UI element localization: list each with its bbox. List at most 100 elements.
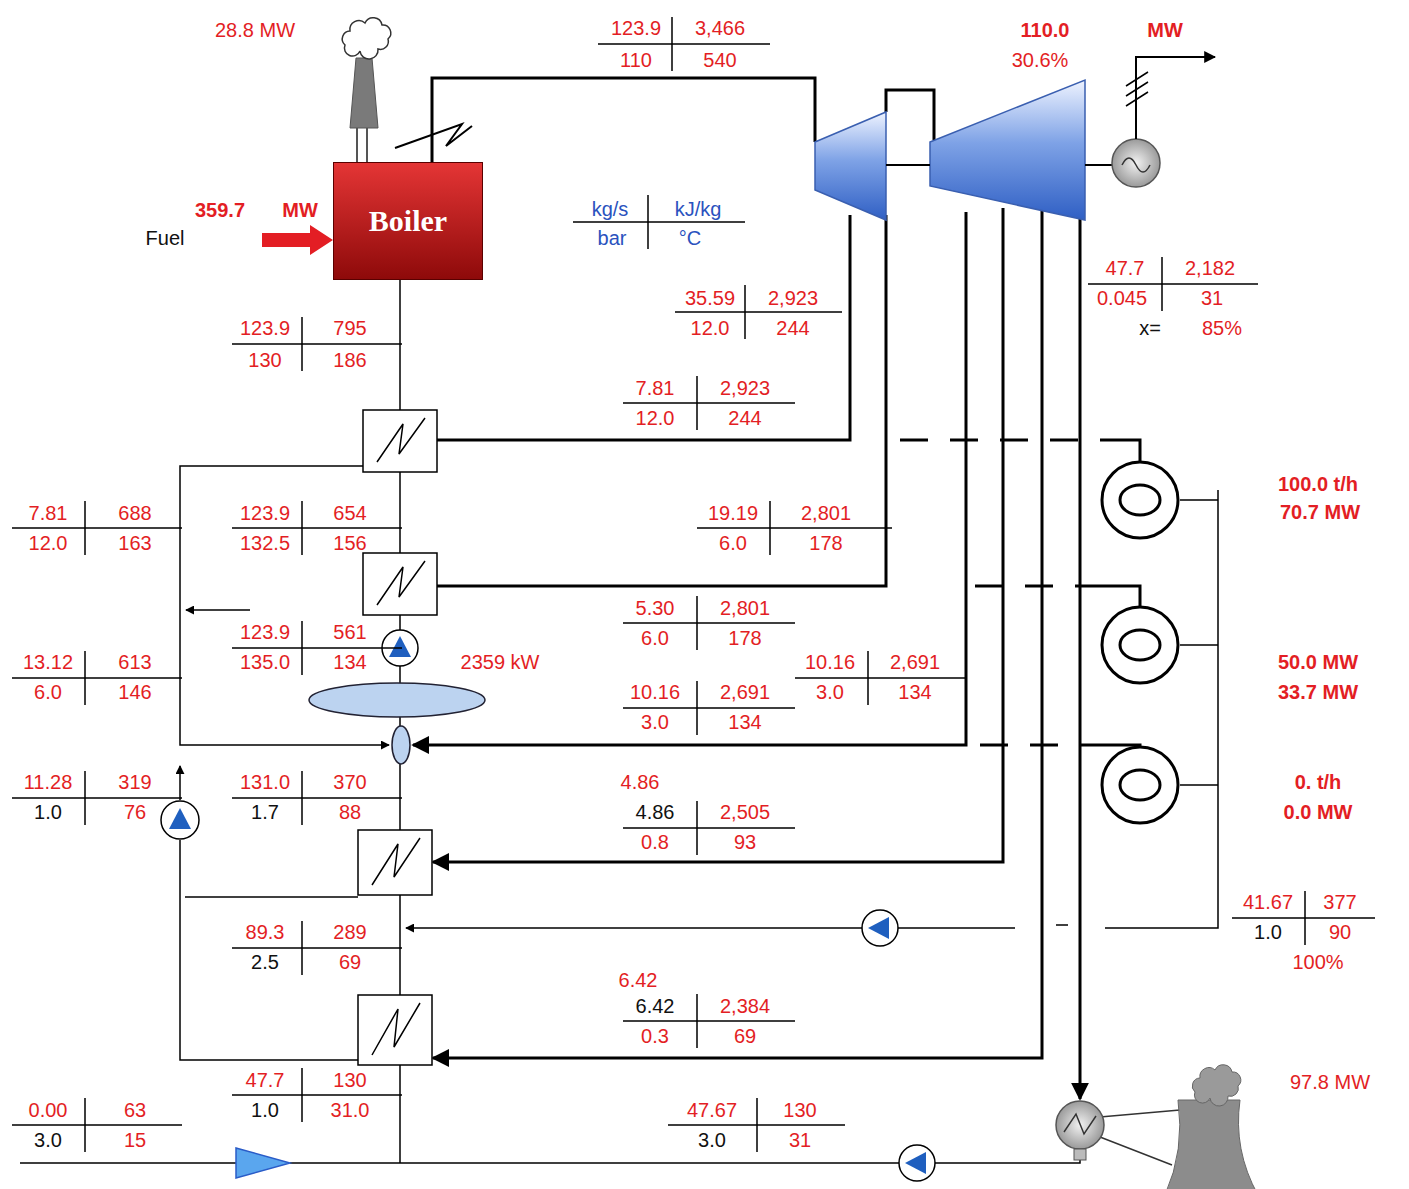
pump bbox=[169, 808, 191, 829]
deaerator bbox=[309, 683, 485, 764]
stream-value: 3,466 bbox=[695, 17, 745, 39]
stream-value: 90 bbox=[1329, 921, 1351, 943]
deaerator bbox=[309, 683, 485, 717]
stream-value: 3.0 bbox=[816, 681, 844, 703]
process-consumer bbox=[1120, 485, 1160, 515]
heat-exchanger bbox=[377, 418, 425, 462]
stream-value: 163 bbox=[118, 532, 151, 554]
cooling-tower bbox=[1165, 1100, 1258, 1189]
stream-value: 4.86 bbox=[621, 771, 660, 793]
heat-exchanger bbox=[372, 1003, 420, 1055]
power-value: 50.0 MW bbox=[1278, 651, 1358, 673]
pump bbox=[161, 630, 935, 1181]
process-consumer bbox=[1120, 770, 1160, 800]
pump bbox=[905, 1152, 926, 1174]
stream-value: 41.67 bbox=[1243, 891, 1293, 913]
steam-pipe bbox=[437, 215, 850, 440]
stream-value: 3.0 bbox=[641, 711, 669, 733]
stream-table-lines bbox=[598, 17, 770, 71]
stream-value: 6.0 bbox=[641, 627, 669, 649]
feedwater-line bbox=[180, 840, 358, 1060]
turbine bbox=[815, 112, 886, 220]
fuel-arrow bbox=[262, 225, 333, 255]
steam-pipe bbox=[395, 124, 472, 148]
stream-table-lines bbox=[232, 1068, 402, 1122]
stream-table-lines bbox=[623, 801, 795, 855]
stream-value: 89.3 bbox=[246, 921, 285, 943]
stream-table-lines bbox=[232, 921, 402, 975]
pump bbox=[389, 636, 411, 657]
stream-value: 76 bbox=[124, 801, 146, 823]
stream-value: 135.0 bbox=[240, 651, 290, 673]
pump bbox=[161, 801, 199, 839]
process-consumer bbox=[1102, 747, 1178, 823]
stream-table-lines bbox=[1232, 891, 1375, 945]
stream-value: x= bbox=[1139, 317, 1161, 339]
stream-value: 85% bbox=[1202, 317, 1242, 339]
stream-value: 63 bbox=[124, 1099, 146, 1121]
stream-value: 93 bbox=[734, 831, 756, 853]
steam-pipe bbox=[395, 78, 1140, 1099]
power-value: 110.0 bbox=[1021, 19, 1070, 41]
heat-exchanger bbox=[372, 838, 420, 885]
steam-pipe bbox=[433, 203, 1042, 1058]
heat-exchanger bbox=[358, 995, 432, 1065]
steam-pipe bbox=[437, 215, 886, 586]
power-value: 0. t/h bbox=[1295, 771, 1342, 793]
condenser bbox=[1100, 1110, 1180, 1165]
stream-value: 540 bbox=[703, 49, 736, 71]
stream-table-lines bbox=[232, 317, 402, 371]
stream-value: 1.0 bbox=[34, 801, 62, 823]
stream-table-lines bbox=[232, 771, 402, 825]
chimney bbox=[350, 58, 378, 128]
stream-value: 130 bbox=[248, 349, 281, 371]
generator bbox=[1112, 57, 1215, 187]
condenser bbox=[1056, 1101, 1104, 1149]
turbine bbox=[886, 164, 1112, 166]
power-value: 33.7 MW bbox=[1278, 681, 1358, 703]
heat-exchanger bbox=[358, 830, 432, 895]
stream-table-lines bbox=[623, 376, 795, 430]
stream-value: 2,801 bbox=[801, 502, 851, 524]
stream-value: 289 bbox=[333, 921, 366, 943]
stream-value: 178 bbox=[809, 532, 842, 554]
condenser bbox=[1074, 1149, 1086, 1160]
stream-value: 134 bbox=[898, 681, 931, 703]
feedwater-line bbox=[20, 280, 1218, 1163]
stream-table-lines bbox=[675, 285, 842, 339]
turbine bbox=[930, 80, 1085, 220]
stream-value: 6.42 bbox=[619, 969, 658, 991]
power-value: 100.0 t/h bbox=[1278, 473, 1358, 495]
stream-value: 12.0 bbox=[636, 407, 675, 429]
condenser bbox=[1064, 1114, 1096, 1134]
feedwater-line bbox=[400, 1160, 1080, 1163]
feedwater-line bbox=[179, 766, 181, 800]
stream-value: 30.6% bbox=[1012, 49, 1069, 71]
heat-exchanger bbox=[358, 410, 437, 1065]
stream-value: 2,923 bbox=[768, 287, 818, 309]
stream-value: 4.86 bbox=[636, 801, 675, 823]
stream-value: 100% bbox=[1292, 951, 1343, 973]
stream-value: 2,691 bbox=[890, 651, 940, 673]
key-unit: kg/s bbox=[592, 198, 629, 220]
stream-table-lines bbox=[668, 1098, 845, 1152]
stream-value: Fuel bbox=[146, 227, 185, 249]
stream-table-lines bbox=[795, 651, 965, 705]
deaerator bbox=[392, 726, 410, 764]
stream-value: 377 bbox=[1323, 891, 1356, 913]
power-value: MW bbox=[282, 199, 318, 221]
stream-table-lines bbox=[12, 501, 182, 555]
cooling-tower bbox=[1165, 1065, 1258, 1189]
stream-value: 134 bbox=[728, 711, 761, 733]
heat-exchanger bbox=[377, 561, 425, 605]
stream-value: 123.9 bbox=[240, 502, 290, 524]
feedwater-line bbox=[185, 896, 358, 898]
generator bbox=[1122, 158, 1150, 172]
stream-value: 2359 kW bbox=[461, 651, 540, 673]
stream-value: 1.7 bbox=[251, 801, 279, 823]
pump bbox=[862, 910, 898, 946]
feedwater-line bbox=[186, 609, 250, 611]
stream-table-lines bbox=[12, 771, 182, 825]
